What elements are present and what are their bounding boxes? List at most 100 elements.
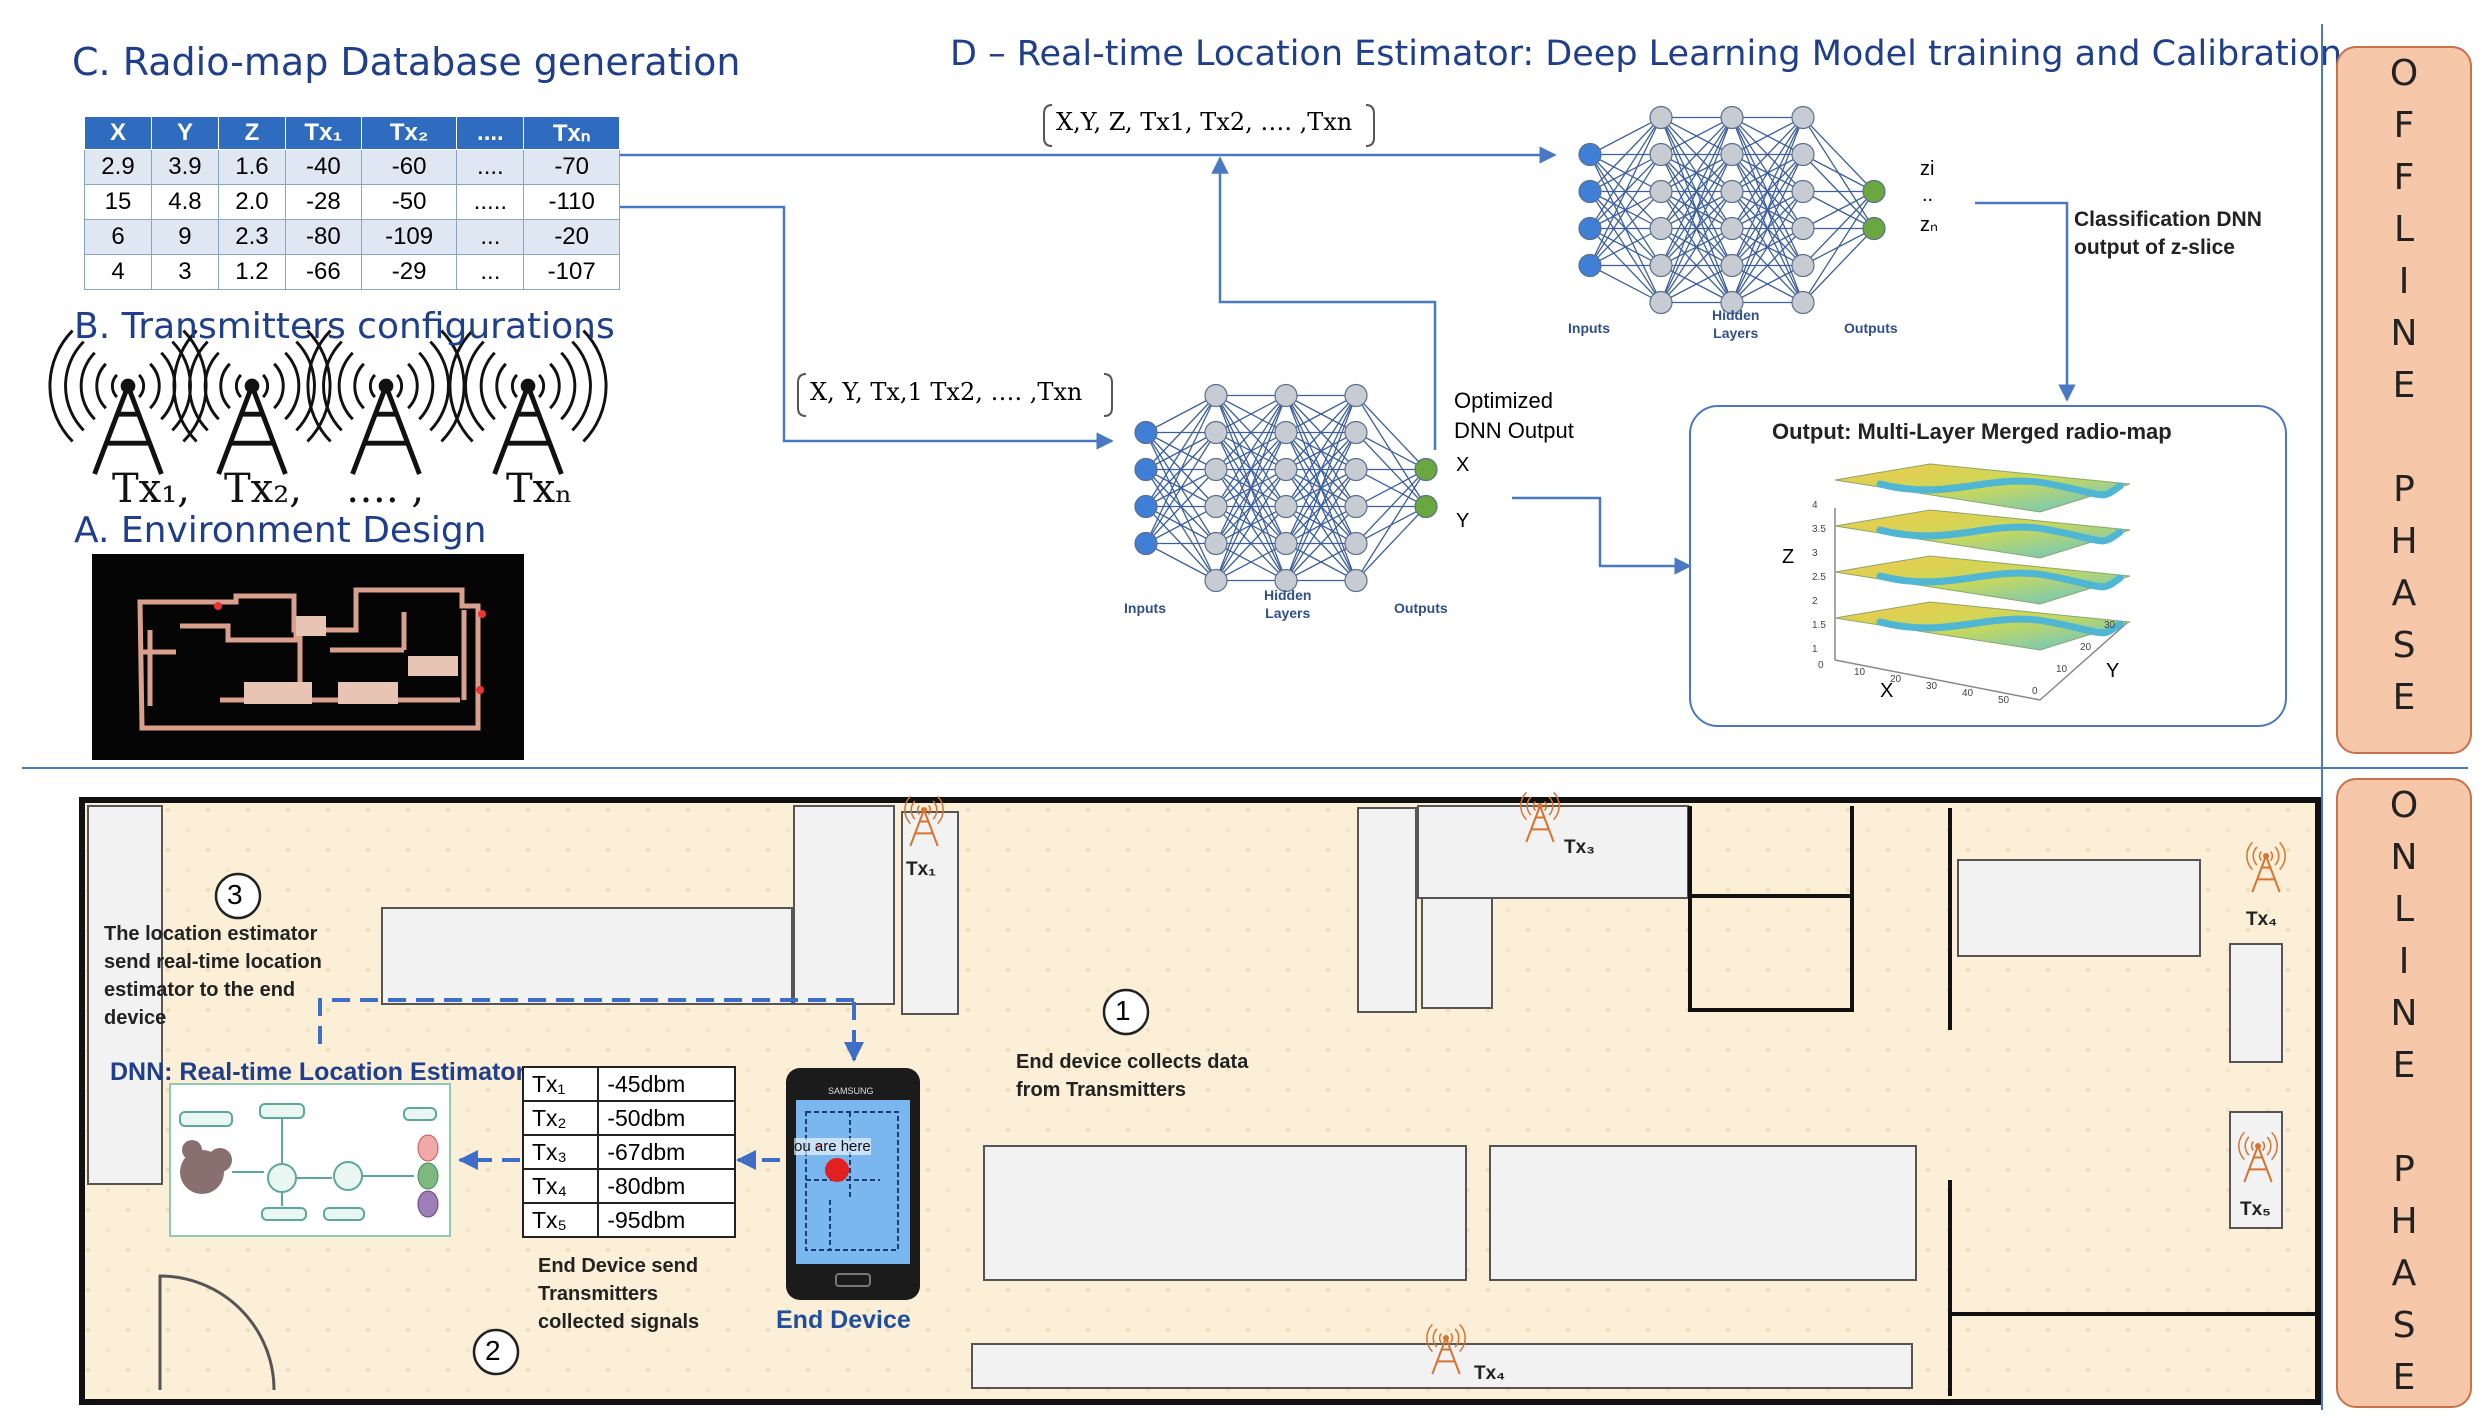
- nn-node: [1649, 142, 1673, 167]
- phase-letter: A: [2391, 1253, 2417, 1294]
- phase-letter: E: [2392, 677, 2416, 718]
- signal-wave: [64, 340, 85, 432]
- signal-wave: [2271, 1131, 2278, 1161]
- nn-edge: [1145, 395, 1217, 507]
- phase-letter: P: [2393, 1149, 2415, 1190]
- table-cell: -28: [284, 184, 362, 220]
- signal-wave: [904, 795, 911, 825]
- signal-wave: [495, 362, 507, 410]
- header-cell: Y: [150, 116, 219, 150]
- radio-map-section-title: C. Radio-map Database generation: [72, 40, 741, 84]
- nn-edge: [1731, 264, 1804, 304]
- radio-map-contour: [1876, 523, 2124, 545]
- environment-floorplan-image: [92, 554, 524, 760]
- door-arc: [158, 1274, 276, 1391]
- phase-letter: N: [2390, 993, 2418, 1034]
- radio-map-contour: [1876, 569, 2124, 591]
- phase-letter: L: [2393, 209, 2415, 250]
- nn-node: [1344, 420, 1368, 445]
- tower-icon: [92, 379, 164, 475]
- table-cell: 4.8: [150, 184, 219, 220]
- nn-node: [1274, 531, 1298, 556]
- signal-wave: [284, 351, 301, 421]
- step-1-number: 1: [1115, 995, 1131, 1026]
- nn1-output-zn: zₙ: [1920, 214, 1938, 236]
- nn-edge: [1660, 116, 1733, 156]
- floor-tx-label: Tx₃: [1564, 837, 1595, 858]
- axis-tick-label: 20: [2080, 642, 2092, 653]
- nn-edge: [1660, 154, 1733, 303]
- table-cell: -107: [523, 254, 620, 290]
- signal-wave: [937, 795, 944, 825]
- environment-section-title: A. Environment Design: [74, 510, 487, 551]
- nn-node: [1720, 105, 1744, 130]
- signal-wave: [137, 373, 146, 399]
- nn-edge: [1355, 469, 1427, 581]
- nn2-outputs-label: Outputs: [1394, 600, 1448, 616]
- nn-edge: [1731, 116, 1804, 156]
- header-cell: X: [84, 116, 152, 150]
- nn-edge: [1589, 117, 1662, 192]
- floor-tx-label: Tx₄: [2246, 909, 2278, 930]
- axis-tick-label: 30: [1926, 681, 1938, 692]
- floor-tx-label: Tx₅: [2240, 1199, 2271, 1220]
- signal-wave: [110, 373, 119, 399]
- table-cell: -70: [523, 149, 620, 185]
- nn-edge: [1731, 117, 1804, 303]
- table-row: Tx₂-50dbm: [521, 1100, 736, 1136]
- nn-edge: [1731, 117, 1804, 229]
- nn-edge: [1802, 191, 1875, 303]
- signal-wave: [549, 362, 561, 410]
- nn-edge: [1660, 117, 1733, 229]
- nn-node: [1134, 494, 1158, 519]
- header-cell: Txₙ: [523, 116, 620, 150]
- tx-label: …. ,: [346, 466, 425, 512]
- nn-node: [1649, 216, 1673, 241]
- table-row: Tx₃-67dbm: [521, 1134, 736, 1170]
- nn-node: [1344, 457, 1368, 482]
- nn-edge: [1802, 117, 1875, 192]
- nn-edge: [1285, 395, 1357, 544]
- nn-edge: [1285, 395, 1357, 470]
- signal-tx: Tx₃: [521, 1134, 600, 1170]
- axis-tick-label: 20: [1890, 674, 1902, 685]
- axis-tick-label: 2: [1812, 596, 1818, 607]
- table-cell: 6: [84, 219, 152, 255]
- nn-edge: [1660, 264, 1733, 304]
- transmitter-towers: [48, 329, 608, 475]
- dnn-estimator-thumbnail: [169, 1083, 451, 1237]
- nn-edge: [1145, 394, 1217, 434]
- nn-edge: [1145, 469, 1217, 544]
- nn-node: [1720, 253, 1744, 278]
- vector-brackets: [797, 104, 1375, 417]
- signal-wave: [1438, 1332, 1443, 1344]
- nn-node: [1204, 568, 1228, 593]
- nn-node: [1578, 216, 1602, 241]
- nn-edge: [1285, 542, 1357, 582]
- signal-wave: [1432, 1328, 1438, 1348]
- signal-wave: [916, 804, 921, 816]
- nn-node: [1578, 179, 1602, 204]
- signal-wave: [2269, 850, 2274, 862]
- phase-letter: S: [2392, 1305, 2416, 1346]
- phase-letter: I: [2398, 261, 2410, 302]
- signal-wave: [464, 340, 485, 432]
- estimator-section-title: D – Real-time Location Estimator: Deep L…: [950, 34, 2343, 74]
- signal-wave: [368, 373, 377, 399]
- table-cell: -60: [360, 149, 458, 185]
- nn-node: [1204, 531, 1228, 556]
- signal-wave: [261, 373, 270, 399]
- table-cell: 4: [84, 254, 152, 290]
- tx-label: Tx₁,: [112, 466, 190, 512]
- tx-label: Txₙ: [506, 466, 573, 512]
- radio-map-3d-plot: [1834, 463, 2131, 701]
- signal-wave: [2274, 846, 2280, 866]
- phase-letter: E: [2392, 1045, 2416, 1086]
- nn-edge: [1731, 154, 1804, 303]
- tx-label: Tx₂,: [224, 466, 302, 512]
- nn-edge: [1589, 117, 1662, 229]
